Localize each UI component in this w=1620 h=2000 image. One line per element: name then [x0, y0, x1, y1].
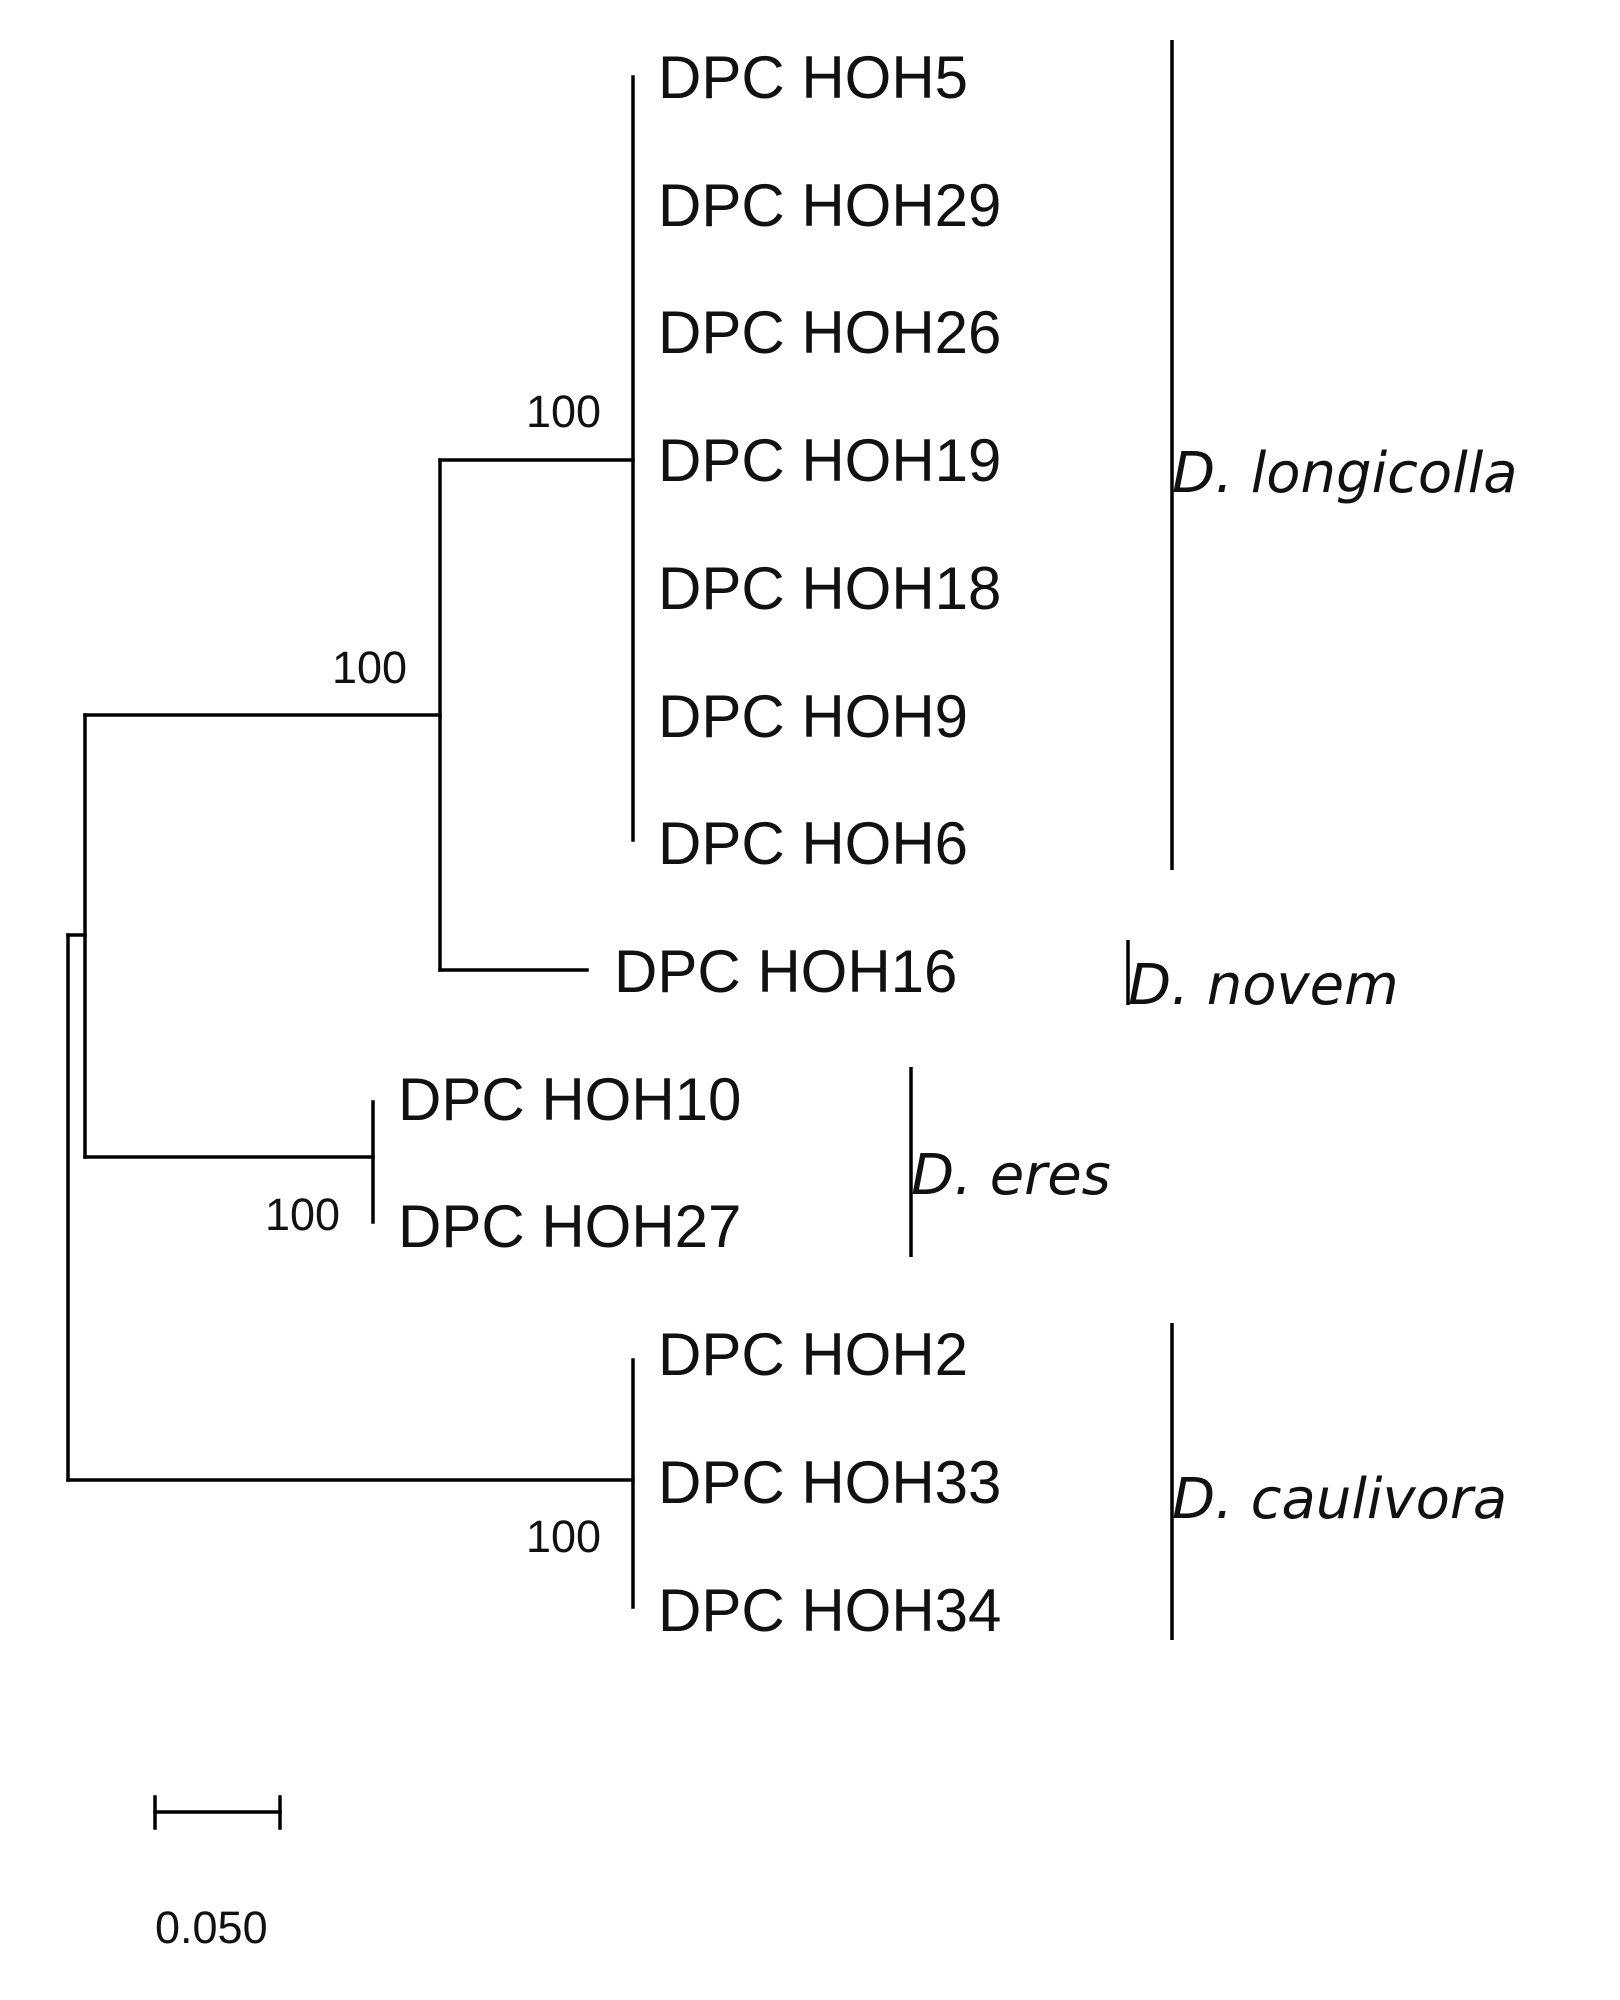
taxon-label-hoh29: DPC HOH29 [658, 172, 1001, 239]
species-label-eres: D. eres [911, 1143, 1111, 1208]
taxon-label-hoh34: DPC HOH34 [658, 1577, 1001, 1644]
taxon-label-hoh5: DPC HOH5 [658, 44, 968, 111]
taxon-labels: DPC HOH5 DPC HOH29 DPC HOH26 DPC HOH19 D… [398, 44, 1001, 1644]
taxon-label-hoh33: DPC HOH33 [658, 1449, 1001, 1516]
species-label-longicolla: D. longicolla [1172, 441, 1518, 506]
taxon-label-hoh6: DPC HOH6 [658, 810, 968, 877]
scale-bar: 0.050 [153, 1795, 282, 1953]
support-eres: 100 [265, 1189, 340, 1240]
taxon-label-hoh19: DPC HOH19 [658, 427, 1001, 494]
taxon-label-hoh18: DPC HOH18 [658, 555, 1001, 622]
taxon-label-hoh10: DPC HOH10 [398, 1066, 741, 1133]
taxon-label-hoh27: DPC HOH27 [398, 1193, 741, 1260]
taxon-label-hoh9: DPC HOH9 [658, 683, 968, 750]
taxon-label-hoh2: DPC HOH2 [658, 1321, 968, 1388]
support-longicolla-novem: 100 [332, 642, 407, 693]
taxon-label-hoh26: DPC HOH26 [658, 299, 1001, 366]
species-clades: D. longicolla D. novem D. eres D. cauliv… [909, 40, 1518, 1640]
support-longicolla: 100 [526, 386, 601, 437]
taxon-label-hoh16: DPC HOH16 [614, 938, 957, 1005]
scale-bar-label: 0.050 [155, 1902, 268, 1953]
species-label-novem: D. novem [1128, 953, 1399, 1018]
support-caulivora: 100 [526, 1511, 601, 1562]
support-values: 100 100 100 100 [265, 386, 601, 1562]
species-label-caulivora: D. caulivora [1172, 1467, 1507, 1532]
tree-branches [66, 75, 635, 1609]
